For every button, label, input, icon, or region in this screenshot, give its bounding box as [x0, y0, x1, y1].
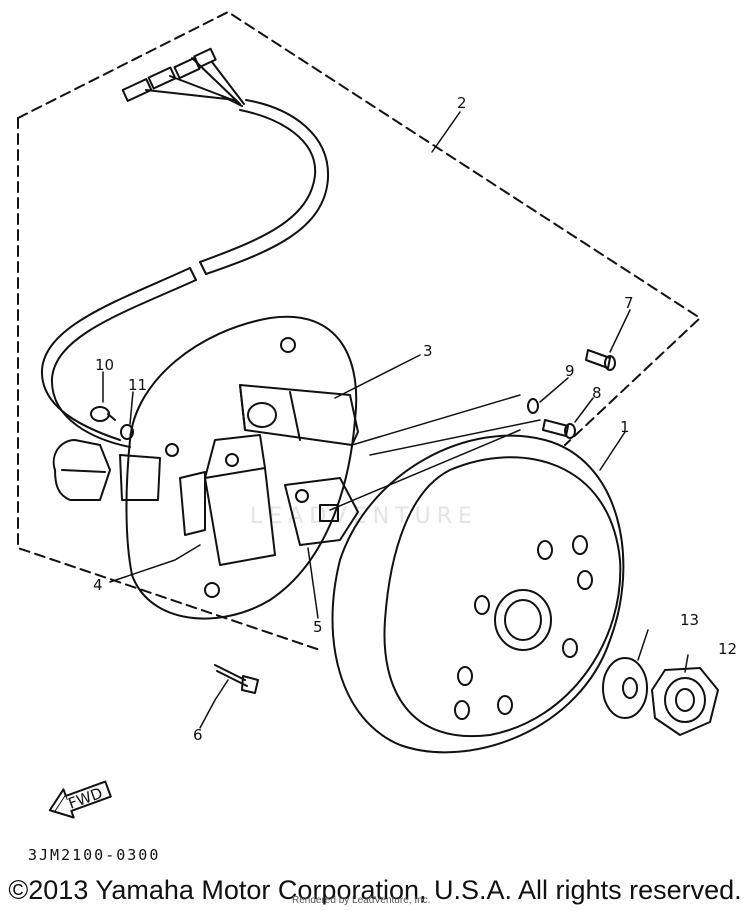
callout-6: 6	[193, 726, 203, 744]
callout-12: 12	[718, 640, 737, 658]
leader-lines	[102, 111, 689, 729]
callout-4: 4	[93, 576, 103, 594]
callout-8: 8	[592, 384, 602, 402]
copyright-notice: ©2013 Yamaha Motor Corporation, U.S.A. A…	[8, 875, 742, 905]
stator-plate	[125, 315, 358, 620]
screw-8	[542, 419, 576, 439]
washer-9	[527, 398, 539, 414]
screw-6	[214, 664, 259, 694]
rendered-by-credit: Rendered by LeadVenture, Inc.	[292, 895, 431, 906]
screw-10	[90, 406, 116, 422]
screw-7	[585, 349, 616, 371]
callout-5: 5	[313, 618, 323, 636]
nut-12	[651, 667, 719, 736]
fwd-arrow	[48, 780, 112, 819]
washer-13	[602, 657, 648, 719]
flywheel-rotor	[331, 434, 625, 754]
washer-11	[120, 424, 134, 440]
charging-coil	[179, 434, 276, 566]
callout-2: 2	[457, 94, 467, 112]
assembly-boundary	[17, 11, 701, 651]
callout-1: 1	[620, 418, 630, 436]
callout-3: 3	[423, 342, 433, 360]
part-code: 3JM2100-0300	[28, 846, 161, 864]
pickup-coil	[239, 384, 359, 446]
watermark-text: LEADVENTURE	[250, 504, 478, 529]
callout-7: 7	[624, 294, 634, 312]
wire-harness	[40, 47, 330, 501]
callout-10: 10	[95, 356, 114, 374]
callout-11: 11	[128, 376, 147, 394]
lighting-coil	[284, 477, 359, 546]
callout-9: 9	[565, 362, 575, 380]
fwd-label: FWD	[66, 784, 105, 813]
rotor-holes	[454, 535, 593, 720]
callout-13: 13	[680, 611, 699, 629]
